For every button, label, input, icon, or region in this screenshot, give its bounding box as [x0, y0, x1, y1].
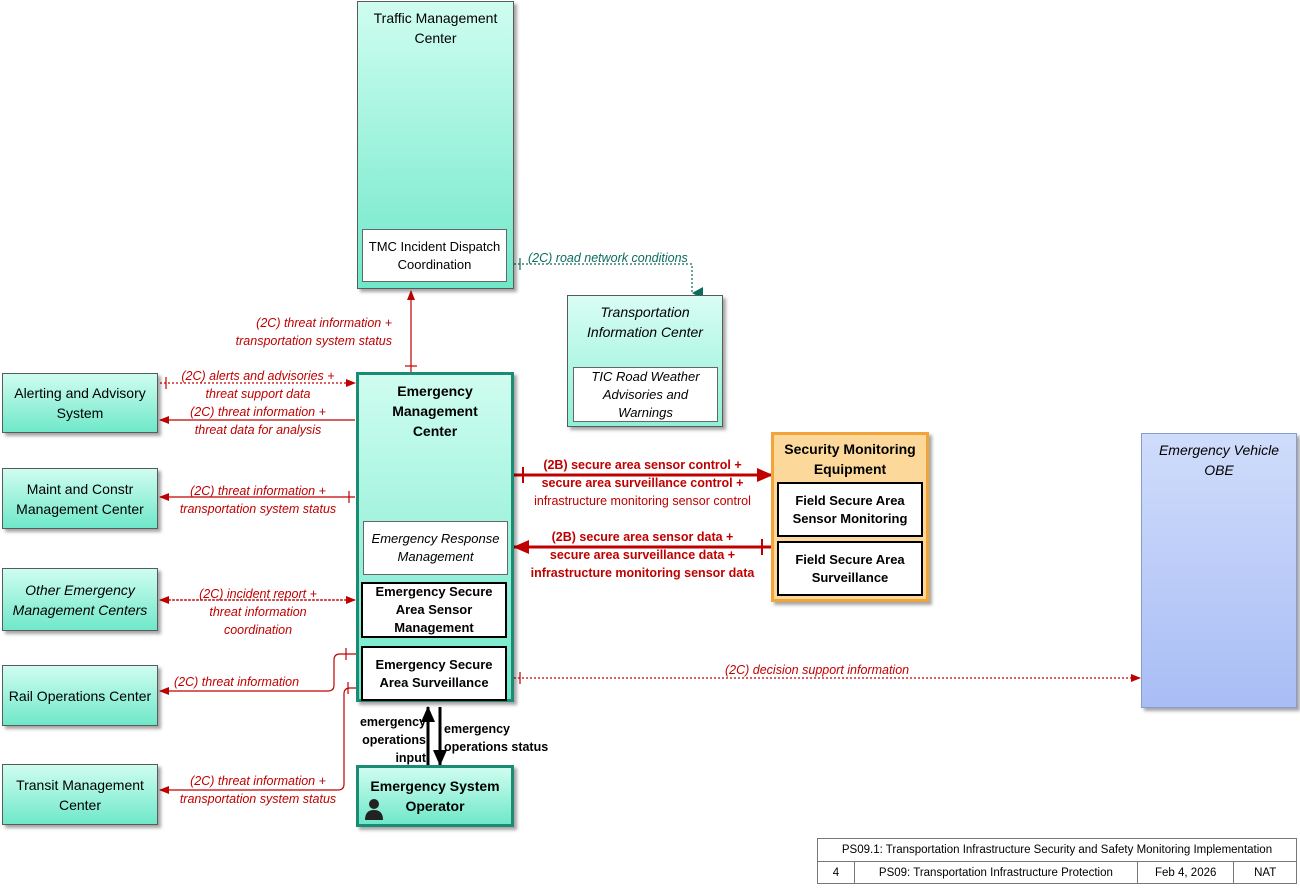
node-emergency-system-operator[interactable]: Emergency System Operator: [356, 765, 514, 827]
person-icon: [365, 799, 383, 820]
node-label: Security Monitoring Equipment: [784, 441, 916, 477]
flow-rail-threat: [159, 653, 358, 695]
label-decision-support: (2C) decision support information: [725, 663, 910, 677]
label-incident: (2C) incident report +threat information…: [199, 587, 317, 637]
node-emergency-vehicle-obe[interactable]: Emergency Vehicle OBE: [1141, 433, 1297, 708]
node-label: Emergency Vehicle OBE: [1158, 442, 1280, 478]
title-block-title: PS09.1: Transportation Infrastructure Se…: [818, 839, 1296, 862]
node-other-emergency-centers[interactable]: Other Emergency Management Centers: [2, 568, 158, 631]
label-maint-threat: (2C) threat information +transportation …: [179, 484, 337, 516]
label-sensor-data: (2B) secure area sensor data +secure are…: [530, 530, 755, 580]
label-threat-analysis: (2C) threat information +threat data for…: [190, 405, 326, 437]
node-rail-operations-center[interactable]: Rail Operations Center: [2, 665, 158, 726]
sub-emergency-secure-area-surveillance[interactable]: Emergency Secure Area Surveillance: [361, 646, 507, 701]
sub-field-secure-area-sensor[interactable]: Field Secure Area Sensor Monitoring: [777, 482, 923, 537]
node-maint-constr-center[interactable]: Maint and Constr Management Center: [2, 468, 158, 529]
label-road-network: (2C) road network conditions: [528, 251, 688, 265]
sub-field-secure-area-surveillance[interactable]: Field Secure Area Surveillance: [777, 541, 923, 596]
sub-tic-road-weather[interactable]: TIC Road Weather Advisories and Warnings: [573, 367, 718, 422]
sub-emergency-secure-area-sensor[interactable]: Emergency Secure Area Sensor Management: [361, 582, 507, 638]
node-label: Transportation Information Center: [587, 304, 703, 340]
node-alerting-advisory-system[interactable]: Alerting and Advisory System: [2, 373, 158, 433]
title-block-number: 4: [818, 862, 855, 884]
label-tmc-threat: (2C) threat information +transportation …: [235, 316, 392, 348]
label-rail-threat: (2C) threat information: [174, 675, 300, 689]
sub-tmc-incident-dispatch[interactable]: TMC Incident Dispatch Coordination: [362, 229, 507, 282]
sub-emergency-response-management[interactable]: Emergency Response Management: [363, 521, 508, 575]
node-label: Emergency System Operator: [370, 778, 500, 814]
title-block-package: PS09: Transportation Infrastructure Prot…: [855, 862, 1138, 884]
title-block: PS09.1: Transportation Infrastructure Se…: [817, 838, 1297, 884]
label-alerts: (2C) alerts and advisories +threat suppo…: [181, 369, 335, 401]
node-label: Traffic Management Center: [373, 10, 498, 46]
title-block-date: Feb 4, 2026: [1138, 862, 1235, 884]
label-sensor-control: (2B) secure area sensor control +secure …: [534, 458, 751, 508]
title-block-scope: NAT: [1254, 867, 1277, 879]
node-transit-management-center[interactable]: Transit Management Center: [2, 764, 158, 825]
flow-road-network: [514, 263, 703, 299]
label-transit-threat: (2C) threat information +transportation …: [179, 774, 337, 806]
node-label: Emergency Management Center: [392, 383, 478, 439]
